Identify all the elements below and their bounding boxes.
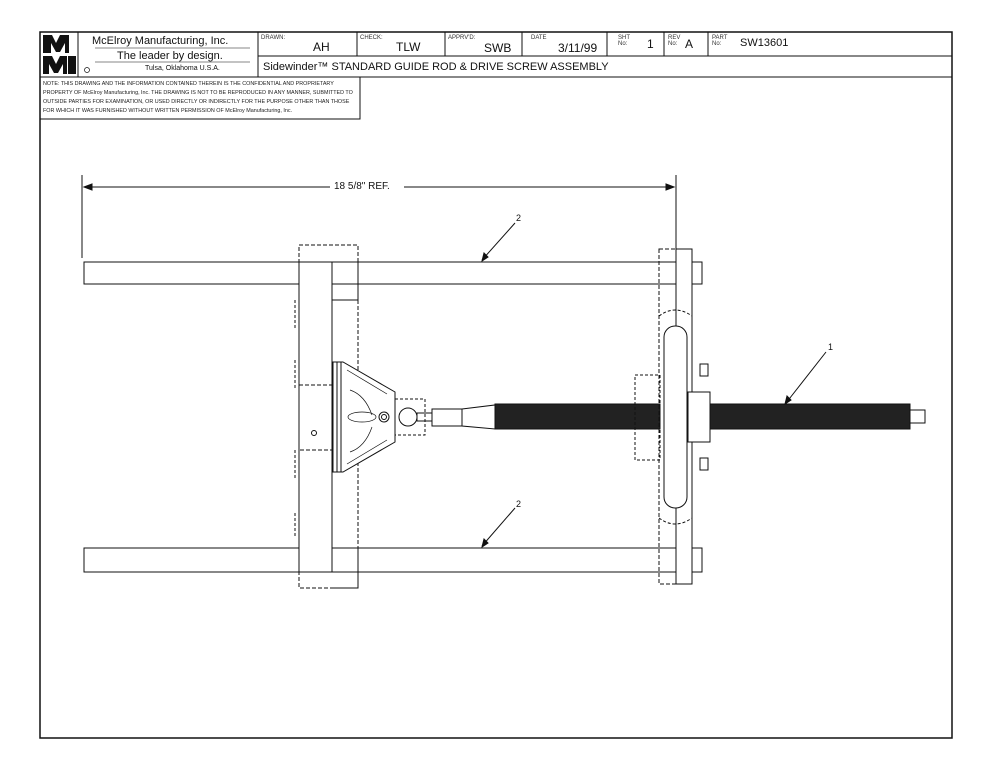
balloon-2-bottom: 2: [516, 499, 522, 509]
part-label: PART No:: [712, 35, 728, 47]
balloon-1: 1: [828, 342, 834, 352]
confidentiality-note: NOTE: THIS DRAWING AND THE INFORMATION C…: [43, 81, 353, 114]
guide-rod-top: [83, 261, 677, 285]
drive-screw: [431, 403, 926, 430]
drawn-value: AH: [313, 40, 330, 54]
apprvd-label: APPRV'D:: [448, 35, 476, 41]
balloon-leaders: [481, 222, 827, 549]
sht-value: 1: [647, 37, 654, 51]
registered-mark-icon: [84, 67, 90, 73]
dimension-label: 18 5/8" REF.: [334, 181, 390, 192]
dimension-line: [81, 175, 677, 258]
right-plate: [634, 248, 711, 585]
date-label: DATE: [531, 35, 547, 41]
company-name: McElroy Manufacturing, Inc.: [92, 35, 229, 47]
apprvd-value: SWB: [484, 41, 512, 55]
mmi-logo: [43, 35, 76, 74]
cone-chuck: [332, 361, 396, 473]
guide-rod-bottom: [83, 547, 677, 573]
ball-joint: [394, 398, 433, 436]
rev-label: REV No:: [668, 35, 681, 47]
left-plate: [294, 244, 359, 589]
company-location: Tulsa, Oklahoma U.S.A.: [145, 65, 220, 72]
drawn-label: DRAWN:: [261, 35, 286, 41]
rev-value: A: [685, 37, 694, 51]
title-block-grid: [39, 32, 952, 120]
sheet-border: [39, 31, 953, 739]
date-value: 3/11/99: [558, 41, 598, 55]
drawing-title: Sidewinder™ STANDARD GUIDE ROD & DRIVE S…: [263, 61, 609, 73]
sht-label: SHT No:: [618, 35, 630, 47]
company-slogan: The leader by design.: [117, 50, 223, 62]
part-value: SW13601: [740, 37, 789, 49]
check-value: TLW: [396, 40, 421, 54]
check-label: CHECK:: [360, 35, 383, 41]
balloon-2-top: 2: [516, 213, 522, 223]
